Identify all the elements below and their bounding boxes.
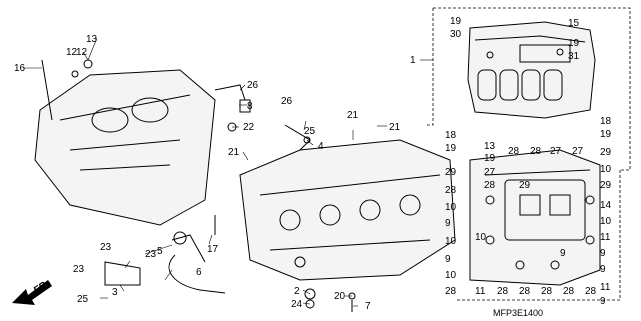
callout-label: 28 bbox=[541, 286, 553, 297]
callout-label: 24 bbox=[291, 299, 303, 310]
callout-label: 29 bbox=[600, 180, 612, 191]
callout-label: 9 bbox=[600, 264, 606, 275]
callout-label: 25 bbox=[304, 126, 316, 137]
callout-label: 23 bbox=[145, 249, 157, 260]
callout-label: 5 bbox=[157, 246, 163, 257]
callout-label: 21 bbox=[347, 110, 359, 121]
callout-label: 28 bbox=[508, 146, 520, 157]
callout-label: 1 bbox=[410, 55, 416, 66]
callout-label: 8 bbox=[247, 101, 253, 112]
callout-label: 7 bbox=[365, 301, 371, 312]
front-direction-arrow: FR. bbox=[12, 279, 52, 305]
crankcase-assembly-top-view bbox=[467, 21, 596, 119]
callout-label: 23 bbox=[73, 264, 85, 275]
callout-label: 19 bbox=[450, 16, 462, 27]
callout-label: 16 bbox=[14, 63, 26, 74]
callout-label: 27 bbox=[572, 146, 584, 157]
callout-label: 23 bbox=[100, 242, 112, 253]
callout-label: 27 bbox=[484, 167, 496, 178]
callout-label: 20 bbox=[334, 291, 346, 302]
lower-crankcase-right bbox=[469, 149, 601, 286]
callout-label: 17 bbox=[207, 244, 219, 255]
callout-label: 28 bbox=[445, 286, 457, 297]
leader-lines bbox=[23, 37, 433, 307]
callout-label: 19 bbox=[484, 153, 496, 164]
callout-label: 21 bbox=[228, 147, 240, 158]
callout-label: 28 bbox=[563, 286, 575, 297]
callout-label: 26 bbox=[247, 80, 259, 91]
callout-label: 29 bbox=[445, 167, 457, 178]
callout-label: 11 bbox=[600, 232, 611, 243]
small-parts bbox=[41, 59, 356, 312]
callout-label: 9 bbox=[600, 248, 606, 259]
part-callouts: 19 30 15 19 31 1 12 16 13 26 8 22 26 25 … bbox=[14, 16, 612, 312]
callout-label: 28 bbox=[497, 286, 509, 297]
callout-label: 10 bbox=[445, 270, 457, 281]
callout-label: 10 bbox=[445, 202, 457, 213]
callout-label: 18 bbox=[600, 116, 612, 127]
upper-crankcase-inset bbox=[425, 7, 631, 301]
callout-label: 30 bbox=[450, 29, 462, 40]
callout-label: 9 bbox=[560, 248, 566, 259]
callout-label: 12 bbox=[66, 47, 78, 58]
callout-label: 14 bbox=[600, 200, 612, 211]
callout-label: 10 bbox=[600, 164, 612, 175]
callout-label: 6 bbox=[196, 267, 202, 278]
callout-label: 11 bbox=[600, 282, 611, 293]
callout-label: 15 bbox=[568, 18, 580, 29]
callout-label: 21 bbox=[389, 122, 401, 133]
callout-label: 19 bbox=[600, 129, 612, 140]
callout-label: 28 bbox=[530, 146, 542, 157]
callout-label: 28 bbox=[445, 185, 457, 196]
callout-label: 10 bbox=[475, 232, 487, 243]
callout-label: 19 bbox=[568, 38, 580, 49]
callout-label: 2 bbox=[294, 286, 300, 297]
lower-crankcase-center bbox=[239, 139, 456, 281]
callout-label: 28 bbox=[585, 286, 597, 297]
callout-label: 13 bbox=[86, 34, 98, 45]
callout-label: 11 bbox=[475, 286, 486, 297]
upper-crankcase-left bbox=[34, 69, 216, 226]
callout-label: 18 bbox=[445, 130, 457, 141]
callout-label: 9 bbox=[445, 218, 451, 229]
callout-label: 19 bbox=[445, 143, 457, 154]
diagram-code: MFP3E1400 bbox=[493, 308, 543, 318]
callout-label: 9 bbox=[600, 296, 606, 307]
callout-label: 10 bbox=[600, 216, 612, 227]
callout-label: 25 bbox=[77, 294, 89, 305]
callout-label: 12 bbox=[76, 47, 88, 58]
callout-label: 28 bbox=[519, 286, 531, 297]
callout-label: 27 bbox=[550, 146, 562, 157]
callout-label: 13 bbox=[484, 141, 496, 152]
callout-label: 29 bbox=[600, 147, 612, 158]
callout-label: 9 bbox=[445, 254, 451, 265]
callout-label: 28 bbox=[484, 180, 496, 191]
callout-label: 26 bbox=[281, 96, 293, 107]
callout-label: 3 bbox=[112, 287, 118, 298]
callout-label: 10 bbox=[445, 236, 457, 247]
callout-label: 4 bbox=[318, 141, 324, 152]
callout-label: 22 bbox=[243, 122, 255, 133]
callout-label: 29 bbox=[519, 180, 531, 191]
callout-label: 31 bbox=[568, 51, 580, 62]
